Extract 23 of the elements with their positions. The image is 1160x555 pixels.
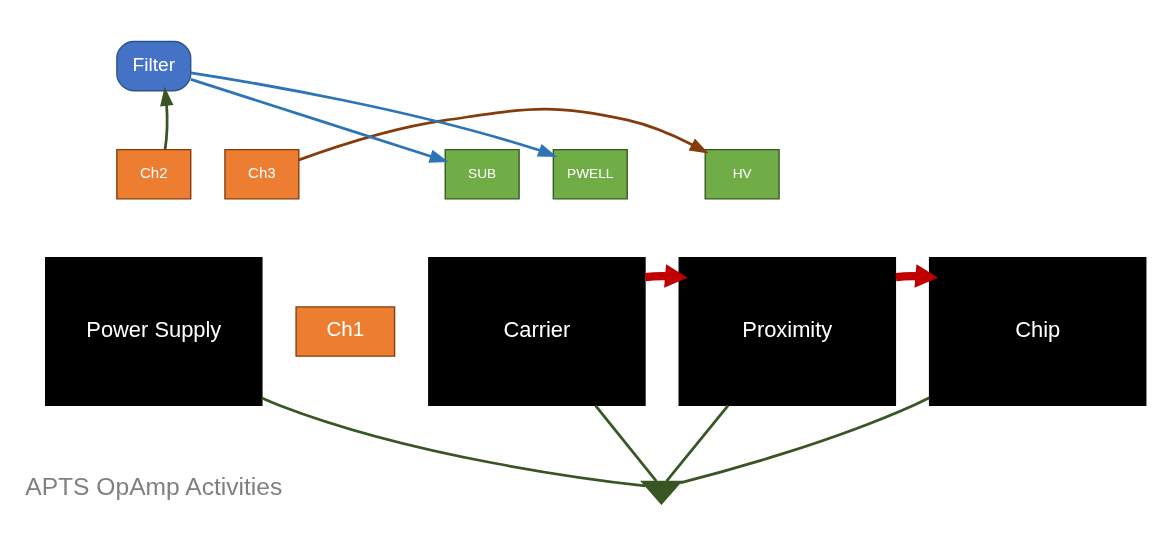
node-box: Power Supply (45, 256, 263, 407)
node-box: PWELL (552, 148, 628, 200)
node-box: Proximity (678, 256, 897, 407)
arrow (895, 264, 938, 288)
arrow (298, 107, 709, 162)
arrow (190, 71, 558, 158)
arrow (645, 264, 688, 288)
node-box: Ch2 (116, 148, 192, 200)
node-box: Filter (116, 40, 192, 92)
label: APTS OpAmp Activities (25, 472, 283, 500)
arrow (190, 78, 449, 163)
connector (261, 396, 646, 488)
node-ground (640, 480, 683, 505)
connector (665, 404, 730, 483)
node-box: Ch3 (224, 148, 300, 200)
connector (679, 396, 930, 485)
node-box: HV (704, 148, 780, 200)
node-box: Ch1 (295, 306, 396, 357)
node-box: Chip (928, 256, 1147, 407)
node-box: SUB (444, 148, 520, 200)
arrow (160, 86, 174, 150)
connector (594, 404, 658, 483)
node-box: Carrier (428, 256, 646, 407)
